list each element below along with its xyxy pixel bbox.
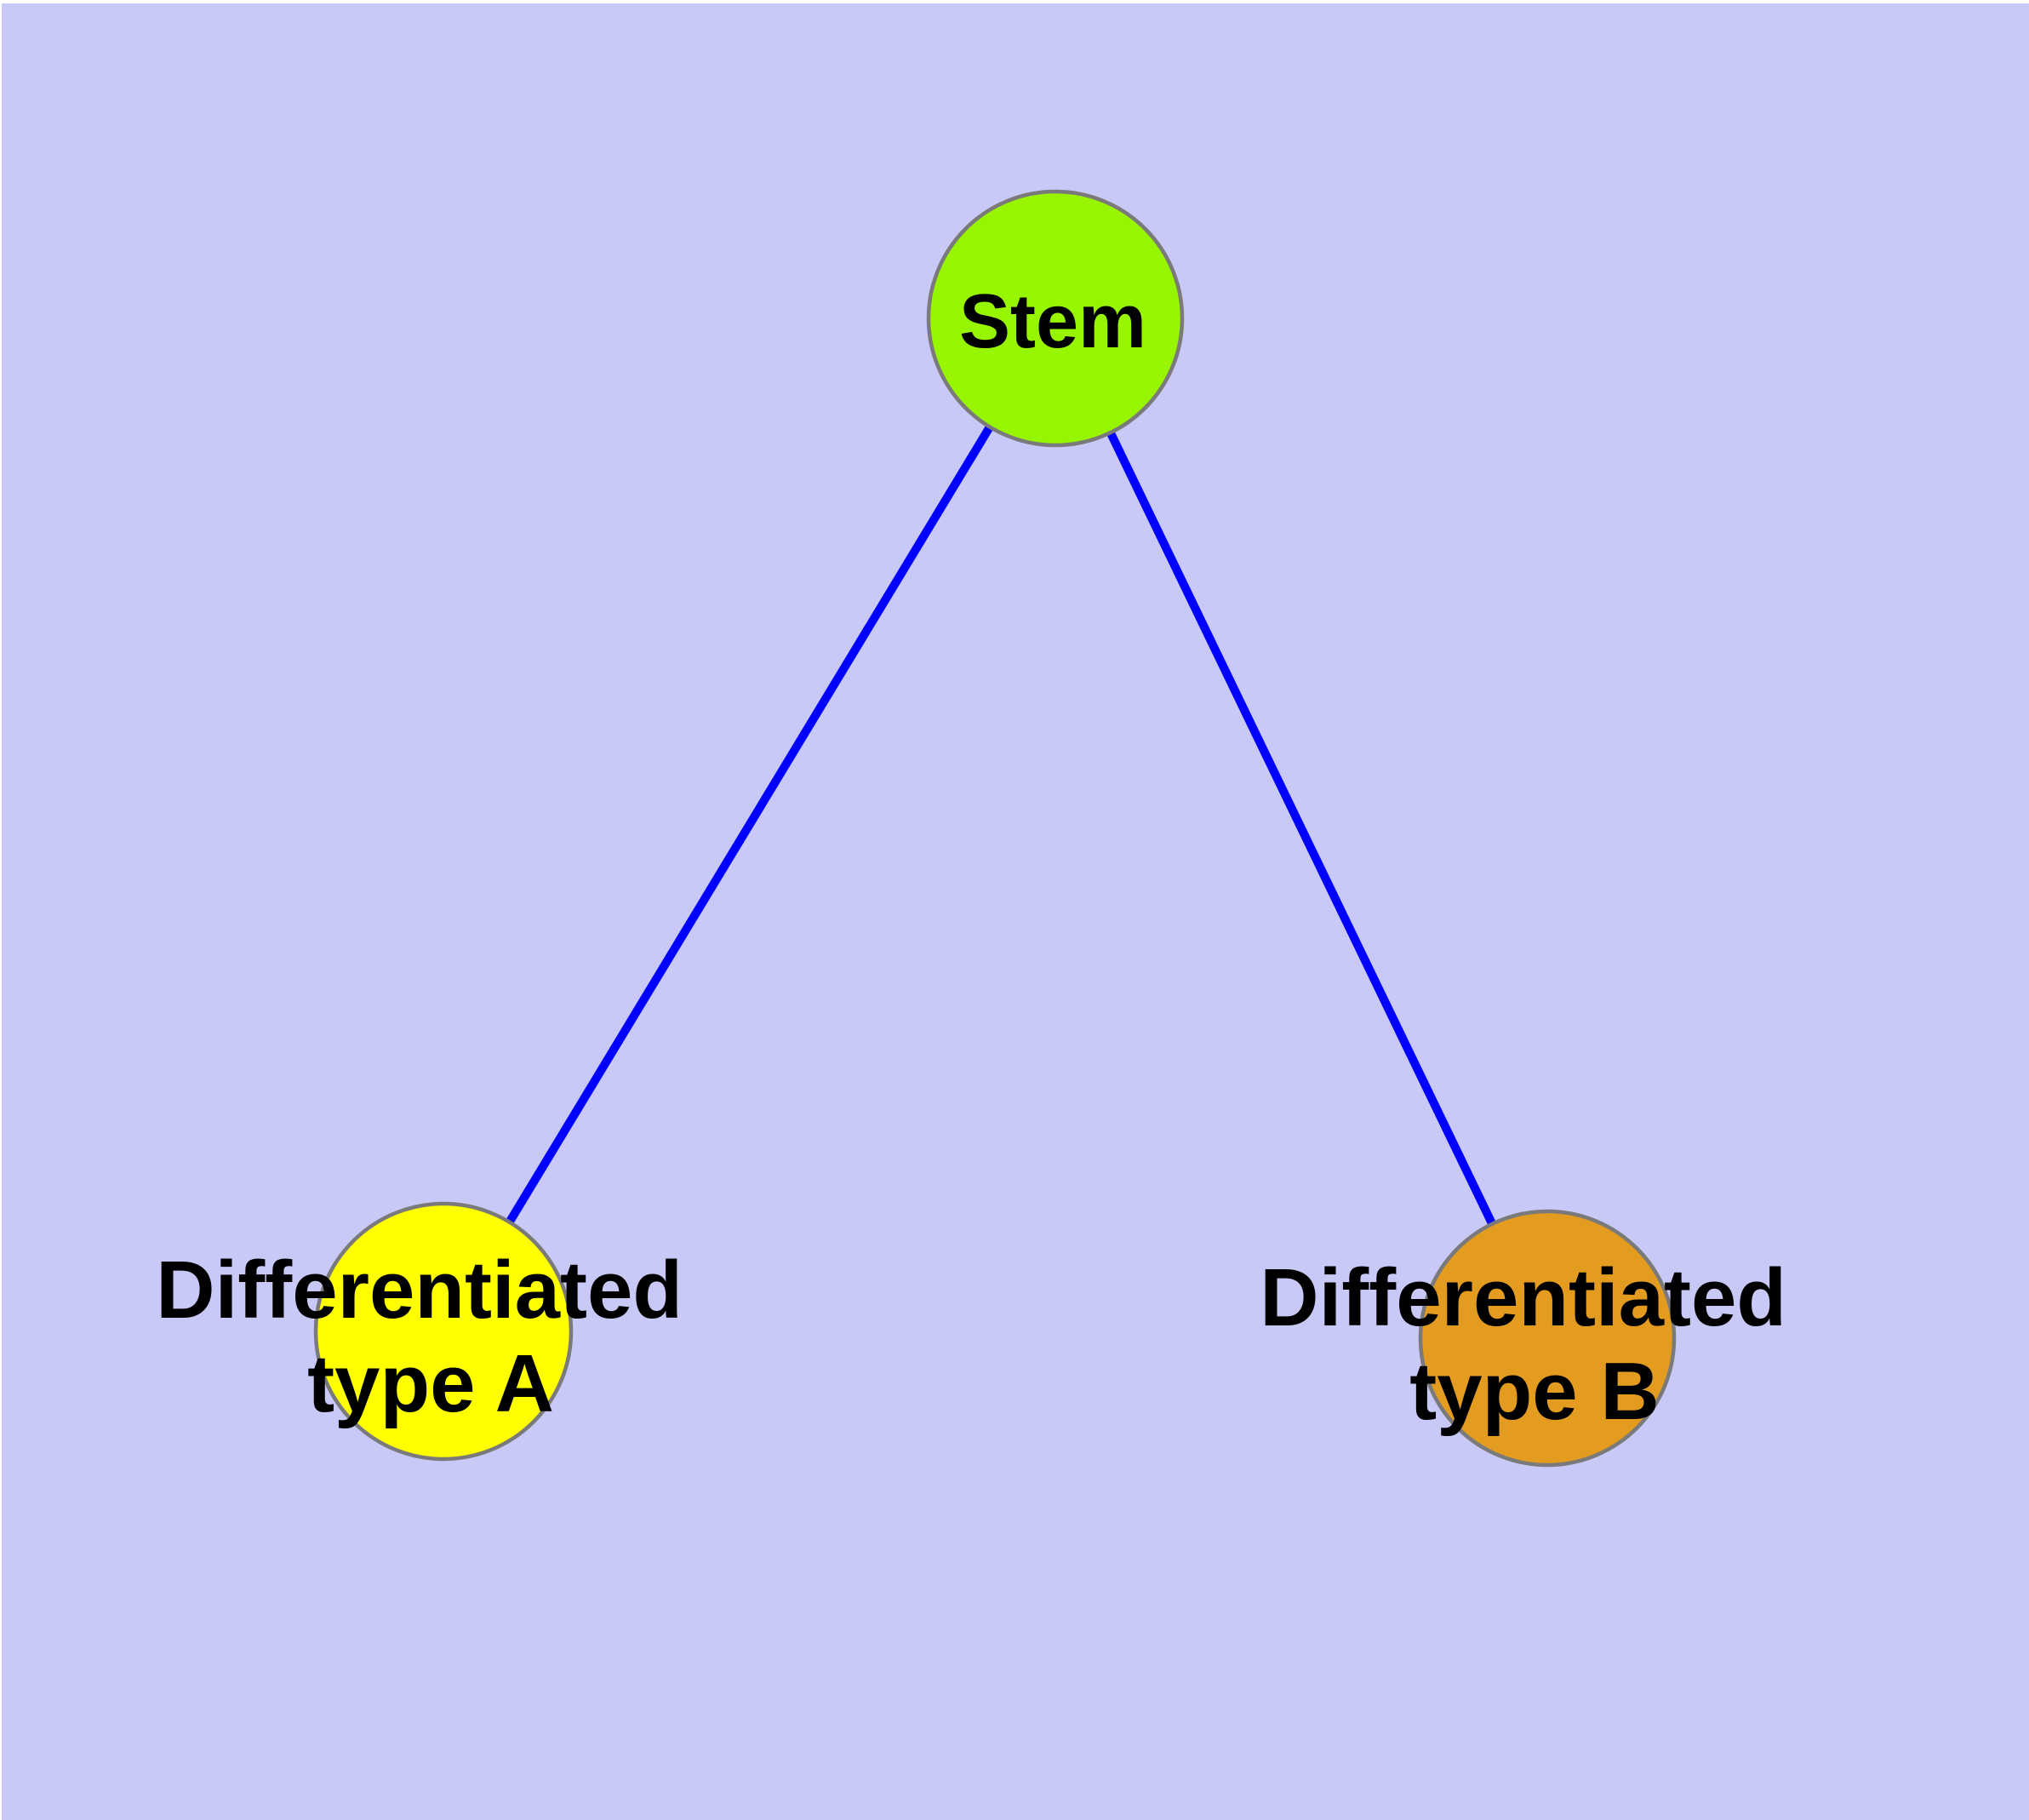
node-differentiated-type-b-label-line1: Differentiated xyxy=(1260,1252,1786,1343)
edge-stem-to-differentiated-type-a xyxy=(439,316,1060,1334)
node-stem xyxy=(926,189,1185,448)
node-differentiated-type-a-label-line2: type A xyxy=(307,1338,554,1429)
node-stem-label: Stem xyxy=(959,279,1146,364)
edge-stem-to-differentiated-type-b xyxy=(1051,316,1552,1341)
node-differentiated-type-a-label: Differentiated type A xyxy=(156,1245,705,1429)
node-differentiated-type-a-label-line1: Differentiated xyxy=(156,1245,683,1336)
node-differentiated-type-b-label: Differentiated type B xyxy=(1260,1252,1809,1437)
node-differentiated-type-b-label-line2: type B xyxy=(1409,1346,1659,1437)
node-differentiated-type-a xyxy=(313,1201,574,1462)
node-differentiated-type-b xyxy=(1418,1209,1677,1468)
